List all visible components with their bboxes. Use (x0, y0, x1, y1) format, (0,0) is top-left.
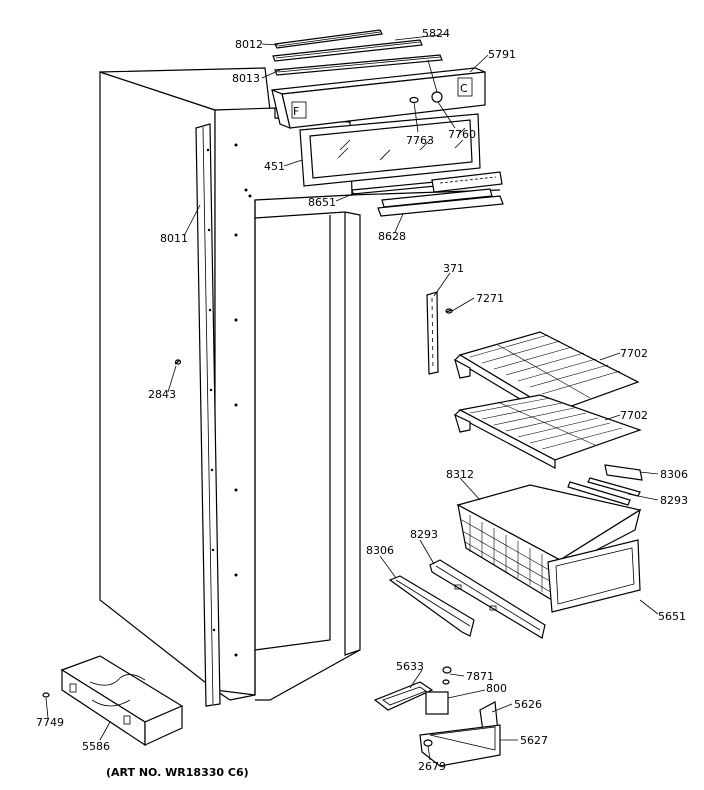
label-8628: 8628 (378, 230, 406, 243)
label-8293-left: 8293 (410, 528, 438, 541)
slide-rails-left (388, 559, 546, 639)
label-8011: 8011 (160, 232, 188, 245)
dial-label-right: C (460, 82, 468, 95)
label-7871: 7871 (466, 670, 494, 683)
rail-parts (351, 171, 504, 217)
grille-5586 (42, 655, 184, 747)
leader-lines (45, 33, 659, 761)
label-5824: 5824 (422, 27, 450, 40)
label-371: 371 (443, 262, 464, 275)
label-8306-right: 8306 (660, 468, 688, 481)
label-7702-lower: 7702 (620, 409, 648, 422)
trim-strip-8011 (195, 123, 221, 707)
label-2843: 2843 (148, 388, 176, 401)
screw-2843 (174, 359, 182, 365)
control-housing-5791: F C (271, 59, 486, 129)
label-7271: 7271 (476, 292, 504, 305)
slide-rails-right (567, 464, 643, 506)
label-5791: 5791 (488, 48, 516, 61)
label-2679: 2679 (418, 760, 446, 773)
label-7763: 7763 (406, 134, 434, 147)
top-trim-parts (272, 29, 443, 76)
label-5586: 5586 (82, 740, 110, 753)
label-8013: 8013 (232, 72, 260, 85)
wire-shelf-lower (454, 394, 642, 469)
label-8306-left: 8306 (366, 544, 394, 557)
label-5627: 5627 (520, 734, 548, 747)
part-labels: 8012 5824 5791 8013 7763 7760 451 8651 8… (36, 27, 688, 779)
dial-label-left: F (293, 105, 299, 118)
label-5651: 5651 (658, 610, 686, 623)
label-7760: 7760 (448, 128, 476, 141)
label-7749: 7749 (36, 716, 64, 729)
cabinet (99, 67, 501, 701)
light-shield-451 (299, 113, 481, 187)
label-7702-upper: 7702 (620, 347, 648, 360)
label-451: 451 (264, 160, 285, 173)
art-number: (ART NO. WR18330 C6) (106, 766, 249, 779)
drawer-front-5651 (547, 539, 641, 613)
label-8312: 8312 (446, 468, 474, 481)
label-8293-right: 8293 (660, 494, 688, 507)
label-5626: 5626 (514, 698, 542, 711)
label-8012: 8012 (235, 38, 263, 51)
control-knob (431, 91, 443, 103)
label-8651: 8651 (308, 196, 336, 209)
bottom-controls (373, 666, 501, 767)
label-800: 800 (486, 682, 507, 695)
label-5633: 5633 (396, 660, 424, 673)
basket-8312 (456, 484, 642, 601)
shelf-support-371 (426, 291, 453, 375)
